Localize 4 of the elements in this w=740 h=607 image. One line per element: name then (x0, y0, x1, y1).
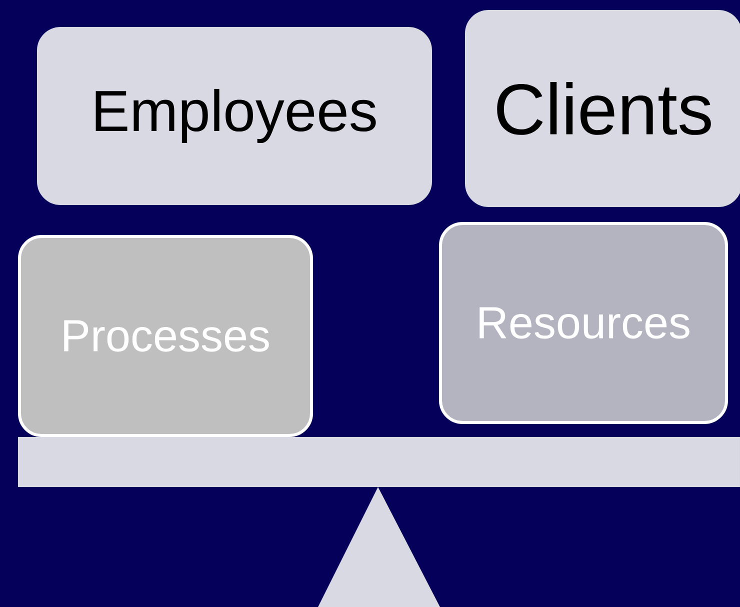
text-box: Clients (465, 10, 740, 207)
text-box: Processes (18, 235, 313, 437)
text-box: Resources (439, 222, 728, 424)
text-box: Employees (37, 27, 432, 205)
